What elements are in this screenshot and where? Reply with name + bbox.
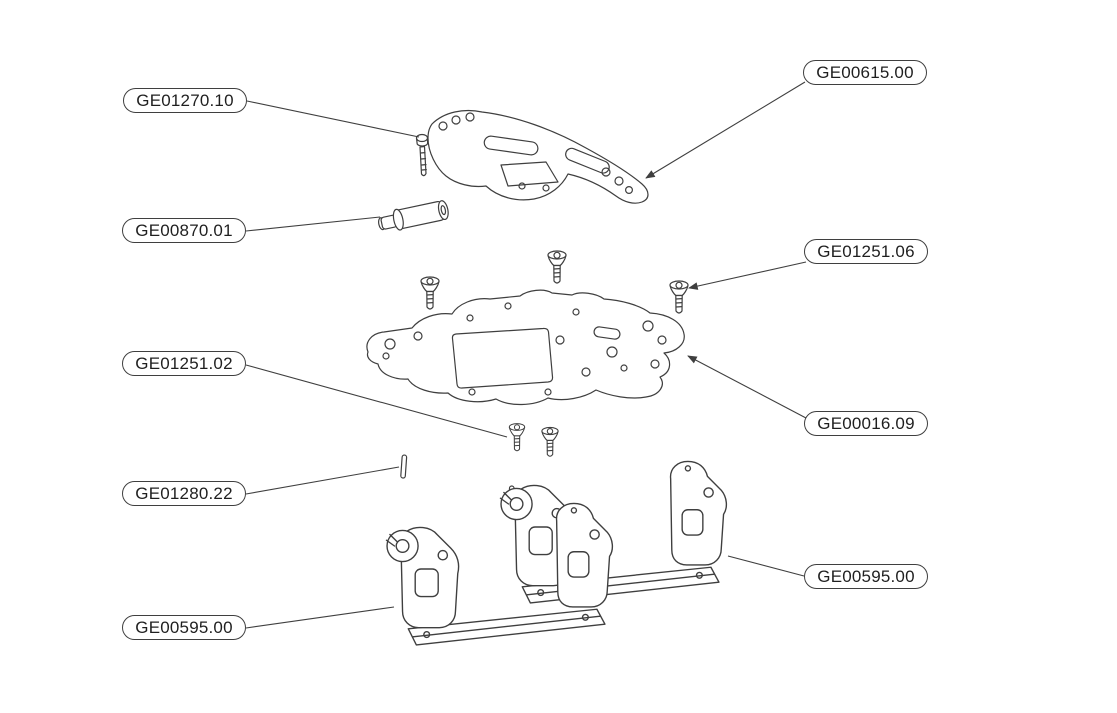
part-label-ge00595-00-right: GE00595.00 (804, 564, 928, 589)
flat-screw-below-left (508, 423, 526, 452)
screw-pan-head-part (415, 133, 429, 177)
part-label-ge01251-02: GE01251.02 (122, 351, 246, 376)
part-label-ge00595-00-left: GE00595.00 (122, 615, 246, 640)
flat-screw-left (420, 276, 440, 310)
pin-part (400, 454, 408, 479)
leader-ge01251-06 (688, 261, 807, 290)
leader-ge01251-02 (245, 364, 508, 438)
bulkhead-left-part (385, 502, 614, 646)
bulkhead-right-part (499, 460, 728, 604)
flat-screw-right (669, 280, 689, 314)
flat-screw-middle (547, 250, 567, 284)
standoff-post-part (378, 200, 449, 231)
flat-screw-below-right (541, 426, 559, 457)
part-label-ge00615-00: GE00615.00 (803, 60, 927, 85)
center-plate-part (366, 289, 685, 406)
leader-lines (245, 81, 807, 629)
part-label-ge01270-10: GE01270.10 (123, 88, 247, 113)
part-label-ge01280-22: GE01280.22 (122, 481, 246, 506)
part-label-ge01251-06: GE01251.06 (804, 239, 928, 264)
part-label-ge00016-09: GE00016.09 (804, 411, 928, 436)
leader-ge00016-09 (687, 355, 807, 419)
leader-ge01270-10 (246, 100, 420, 138)
part-label-ge00870-01: GE00870.01 (122, 218, 246, 243)
shock-tower-part (427, 109, 649, 204)
leader-ge00595-00-right (727, 555, 805, 577)
leader-ge01280-22 (245, 466, 400, 495)
leader-ge00595-00-left (245, 606, 395, 629)
leader-ge00615-00 (645, 81, 806, 179)
leader-ge00870-01 (245, 216, 381, 232)
